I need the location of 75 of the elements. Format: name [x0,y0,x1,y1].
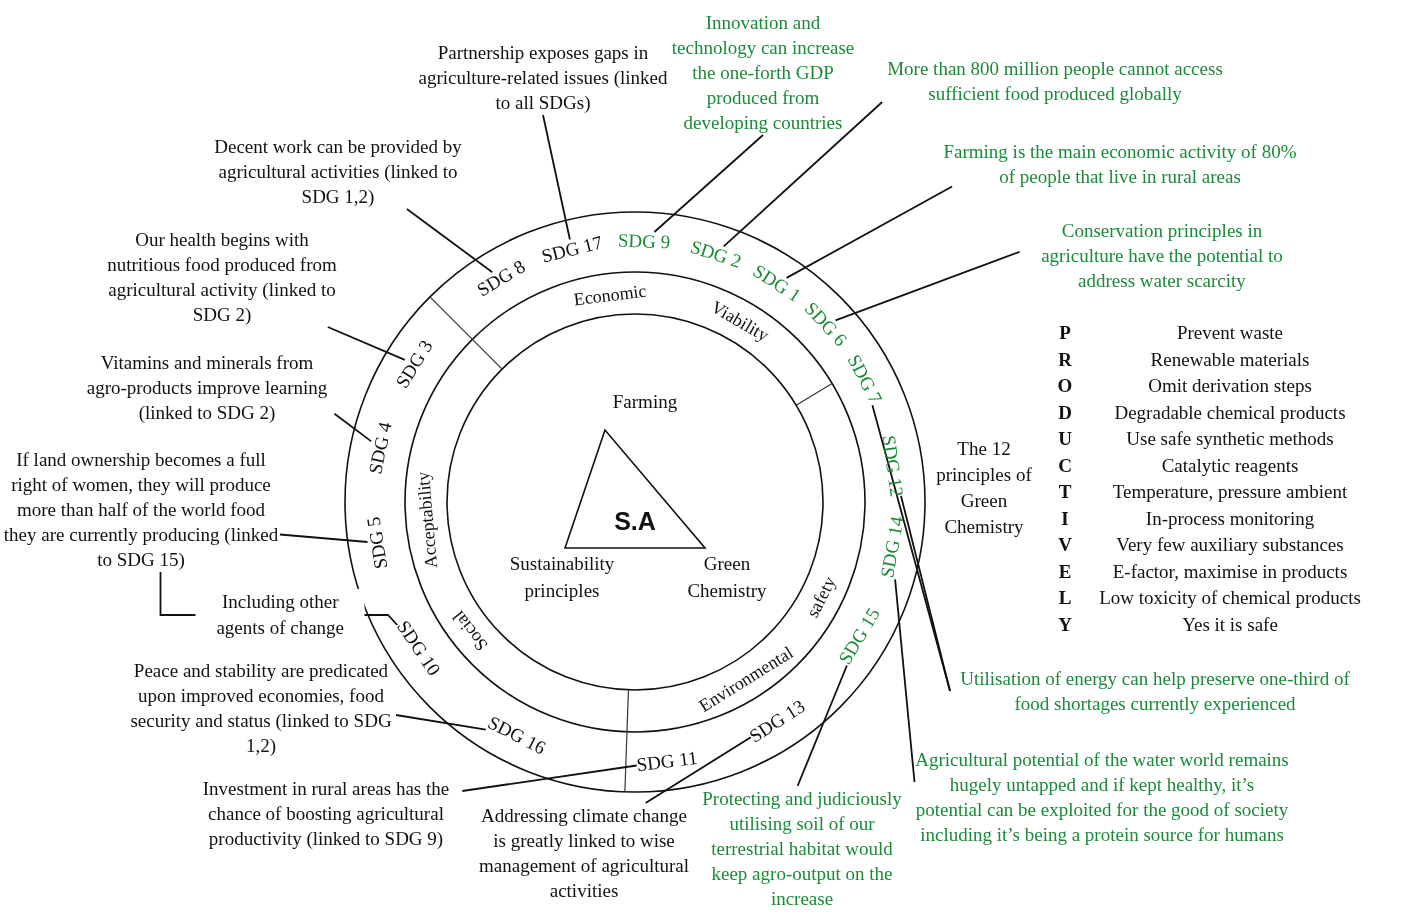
sdg-label: SDG 8 [473,256,528,300]
callout-text: Innovation and technology can increase the one-forth GDP produced from developing countries [668,10,858,135]
corner-label: Green Chemistry [686,552,768,603]
callout-text: Utilisation of energy can help preserve one-third of food shortages currently experienced [950,666,1360,716]
principle-text: In-process monitoring [1145,507,1315,530]
leader-line [871,404,951,692]
leader-line [796,664,848,787]
acronym-letter: D [1057,401,1073,424]
corner-label: Farming [611,390,679,414]
callout-text: More than 800 million people cannot access sufficient food produced globally [875,56,1235,106]
leader-line [461,764,638,792]
sdg-label: SDG 14 [877,515,907,580]
sdg-label: SDG 2 [687,236,744,271]
acronym-letter: T [1057,481,1073,503]
leader-line [653,134,764,233]
sdg-label: SDG 11 [635,747,699,775]
principles-heading: The 12 principles of Green Chemistry [935,437,1033,539]
leader-line [333,412,373,443]
callout-text: Partnership exposes gaps in agriculture-related issues (linked to all SDGs) [415,40,671,115]
leader-line [785,185,953,279]
leader-line [542,114,571,241]
principle-text: Prevent waste [1176,322,1284,344]
leader-line [834,250,1021,322]
leader-line [326,326,406,361]
callout-text: Agricultural potential of the water world remains hugely untapped and if kept healthy, it’s potential can be exploited for the good of society including it’s being a protein source for humans [914,747,1290,847]
acronym-letter: V [1057,534,1073,556]
callout-text: Our health begins with nutritious food produced from agricultural activity (linked to SDG 2) [104,227,340,327]
principle-text: E-factor, maximise in products [1112,560,1348,583]
acronym-letter: O [1056,375,1074,397]
leader-line [395,714,487,731]
callout-text: Protecting and judiciously utilising soil of our terrestrial habitat would keep agro-output on the increase [692,786,912,911]
principle-text: Temperature, pressure ambient [1112,481,1348,503]
acronym-letter: Y [1057,613,1073,636]
sdg-label: SDG 17 [539,232,605,266]
principle-text: Renewable materials [1150,348,1310,371]
principle-text: Catalytic reagents [1161,454,1299,477]
callout-text: Conservation principles in agriculture have the potential to address water scarcity [1019,218,1305,293]
leader-line [644,736,752,804]
sdg-label: SDG 7 [844,351,887,407]
principle-text: Use safe synthetic methods [1126,428,1334,450]
ring-label: safety [803,573,839,621]
acronym-letter: C [1057,454,1073,477]
principle-text: Yes it is safe [1182,613,1278,636]
triangle-label: S.A [614,509,656,534]
principle-text: Degradable chemical products [1114,401,1346,424]
principle-text: Omit derivation steps [1148,375,1312,397]
callout-text: Investment in rural areas has the chance of boosting agricultural productivity (linked to SDG 9) [181,776,471,851]
edge-label: Including other agents of change [195,589,365,641]
callout-text: Vitamins and minerals from agro-products improve learning (linked to SDG 2) [79,350,335,425]
callout-text: If land ownership becomes a full right of women, they will produce more than half of the world food they are currently producing (linked to SDG 15) [2,447,280,572]
acronym-letter: L [1057,587,1073,609]
ring-label: Economic [572,281,647,308]
acronym-letter: R [1057,348,1073,371]
principle-text: Low toxicity of chemical products [1099,587,1361,609]
acronym-letter: I [1060,507,1070,530]
triangle-shape [562,428,708,550]
sdg-label: SDG 12 [879,433,908,498]
corner-label: Sustainability principles [508,552,616,603]
leader-line [279,533,369,543]
ring-label: Acceptability [413,471,440,570]
callout-text: Addressing climate change is greatly linked to wise management of agricultural activities [474,803,694,903]
callout-text: Farming is the main economic activity of 80% of people that live in rural areas [937,139,1303,189]
leader-line [406,208,494,274]
acronym-letter: E [1057,560,1073,583]
sdg-label: SDG 16 [484,712,549,758]
acronym-letter: P [1058,322,1072,344]
principle-text: Very few auxiliary substances [1116,534,1344,556]
sdg-label: SDG 9 [617,230,671,252]
leader-line [722,101,884,248]
sdg-label: SDG 5 [363,515,391,571]
acronym-letter: U [1057,428,1073,450]
sdg-label: SDG 4 [365,420,395,476]
callout-text: Decent work can be provided by agricultural activities (linked to SDG 1,2) [205,134,471,209]
leader-line [894,578,916,783]
callout-text: Peace and stability are predicated upon improved economies, food security and status (linked to SDG 1,2) [126,658,396,758]
